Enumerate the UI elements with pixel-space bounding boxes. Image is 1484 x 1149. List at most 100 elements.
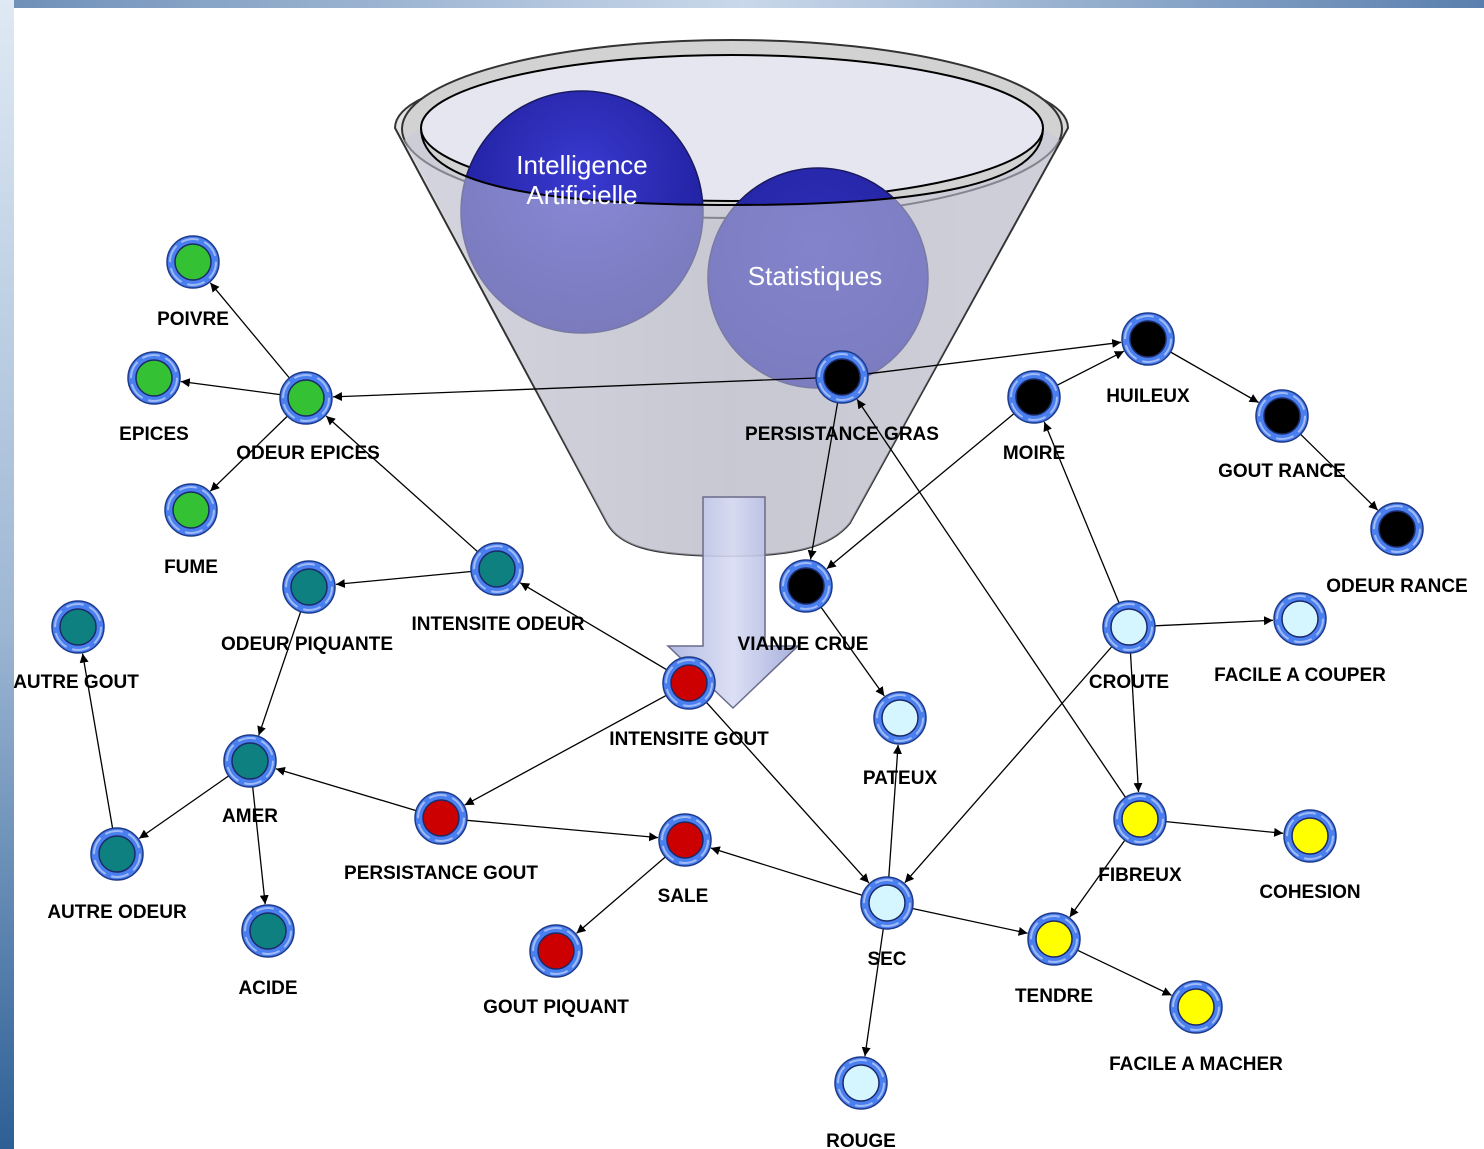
node-core [135, 359, 173, 397]
node-core [1378, 510, 1416, 548]
node-intensite-gout[interactable] [662, 656, 716, 710]
node-ring-highlight [837, 1059, 885, 1107]
node-core [537, 932, 575, 970]
funnel-rim-front-edge [420, 127, 1044, 207]
node-ring-highlight [417, 794, 465, 842]
node-fibreux[interactable] [1113, 792, 1167, 846]
node-epices[interactable] [127, 351, 181, 405]
node-huileux[interactable] [1121, 312, 1175, 366]
node-ring-highlight [473, 545, 521, 593]
edge-odeur-epices-to-epices [180, 378, 281, 396]
node-core [1110, 608, 1148, 646]
node-label-gout-rance: GOUT RANCE [1218, 461, 1346, 482]
edge-sec-to-sale [710, 846, 863, 896]
funnel-output-arrow [666, 496, 800, 710]
node-gout-rance[interactable] [1255, 389, 1309, 443]
node-core [670, 664, 708, 702]
node-label-odeur-epices: ODEUR EPICES [236, 443, 380, 464]
edge-persistance-gout-to-amer [275, 766, 417, 812]
node-autre-gout[interactable] [51, 600, 105, 654]
edges-layer [79, 282, 1379, 1057]
node-core [787, 567, 825, 605]
node-ring-highlight [1172, 983, 1220, 1031]
edge-sale-to-gout-piquant [576, 856, 666, 934]
node-label-intensite-gout: INTENSITE GOUT [609, 729, 769, 750]
edge-gout-rance-to-odeur-rance [1300, 433, 1379, 511]
node-label-facile-a-couper: FACILE A COUPER [1214, 665, 1386, 686]
node-ring-highlight [818, 353, 866, 401]
edge-huileux-to-gout-rance [1170, 351, 1259, 404]
node-label-viande-crue: VIANDE CRUE [738, 634, 869, 655]
node-autre-odeur[interactable] [90, 827, 144, 881]
node-core [1291, 817, 1329, 855]
node-viande-crue[interactable] [779, 559, 833, 613]
node-ring-highlight [665, 659, 713, 707]
node-ring-highlight [863, 879, 911, 927]
node-ring-highlight [1105, 603, 1153, 651]
node-core [1281, 600, 1319, 638]
edge-sec-to-pateux [888, 744, 902, 878]
node-tendre[interactable] [1027, 912, 1081, 966]
left-decorative-bar [0, 0, 14, 1149]
node-label-intensite-odeur: INTENSITE ODEUR [411, 614, 584, 635]
node-ring-highlight [1124, 315, 1172, 363]
node-acide[interactable] [241, 904, 295, 958]
node-facile-a-macher[interactable] [1169, 980, 1223, 1034]
node-persistance-gras[interactable] [815, 350, 869, 404]
node-label-fibreux: FIBREUX [1098, 865, 1182, 886]
node-intensite-odeur[interactable] [470, 542, 524, 596]
edge-autre-odeur-to-autre-gout [79, 653, 114, 829]
node-cohesion[interactable] [1283, 809, 1337, 863]
node-label-moire: MOIRE [1003, 443, 1065, 464]
nodes-layer [51, 235, 1424, 1110]
node-core [1015, 378, 1053, 416]
edge-odeur-epices-to-poivre [209, 282, 290, 379]
edge-croute-to-fibreux [1129, 652, 1143, 793]
edge-sec-to-tendre [912, 907, 1028, 936]
node-label-autre-gout: AUTRE GOUT [13, 672, 139, 693]
node-moire[interactable] [1007, 370, 1061, 424]
node-poivre[interactable] [166, 235, 220, 289]
node-sale[interactable] [658, 813, 712, 867]
node-ring-highlight [1373, 505, 1421, 553]
edge-croute-to-moire [1043, 421, 1120, 604]
node-label-amer: AMER [222, 806, 278, 827]
node-ring-highlight [54, 603, 102, 651]
edge-viande-crue-to-pateux [820, 606, 885, 697]
edge-persistance-gras-to-viande-crue [807, 402, 839, 560]
node-core [422, 799, 460, 837]
node-persistance-gout[interactable] [414, 791, 468, 845]
node-ring-highlight [1258, 392, 1306, 440]
node-label-cohesion: COHESION [1259, 882, 1360, 903]
node-facile-a-couper[interactable] [1273, 592, 1327, 646]
circle-ia-label-line1: Intelligence [516, 150, 648, 180]
node-odeur-rance[interactable] [1370, 502, 1424, 556]
circle-stats-label: Statistiques [748, 261, 882, 291]
node-pateux[interactable] [873, 691, 927, 745]
edge-sec-to-rouge [861, 928, 884, 1057]
node-core [172, 491, 210, 529]
node-sec[interactable] [860, 876, 914, 930]
node-amer[interactable] [223, 734, 277, 788]
edge-intensite-odeur-to-odeur-epices [325, 415, 479, 553]
node-label-sec: SEC [867, 949, 906, 970]
edge-moire-to-viande-crue [826, 413, 1015, 570]
node-label-acide: ACIDE [238, 978, 297, 999]
node-ring-highlight [285, 563, 333, 611]
edge-persistance-gras-to-huileux [867, 338, 1122, 375]
node-ring-highlight [167, 486, 215, 534]
node-croute[interactable] [1102, 600, 1156, 654]
node-ring-highlight [876, 694, 924, 742]
node-rouge[interactable] [834, 1056, 888, 1110]
node-gout-piquant[interactable] [529, 924, 583, 978]
node-odeur-epices[interactable] [279, 371, 333, 425]
node-core [249, 912, 287, 950]
node-odeur-piquante[interactable] [282, 560, 336, 614]
node-fume[interactable] [164, 483, 218, 537]
node-ring-highlight [1286, 812, 1334, 860]
node-core [1121, 800, 1159, 838]
node-label-autre-odeur: AUTRE ODEUR [47, 902, 187, 923]
edge-odeur-piquante-to-amer [257, 611, 302, 736]
node-core [868, 884, 906, 922]
